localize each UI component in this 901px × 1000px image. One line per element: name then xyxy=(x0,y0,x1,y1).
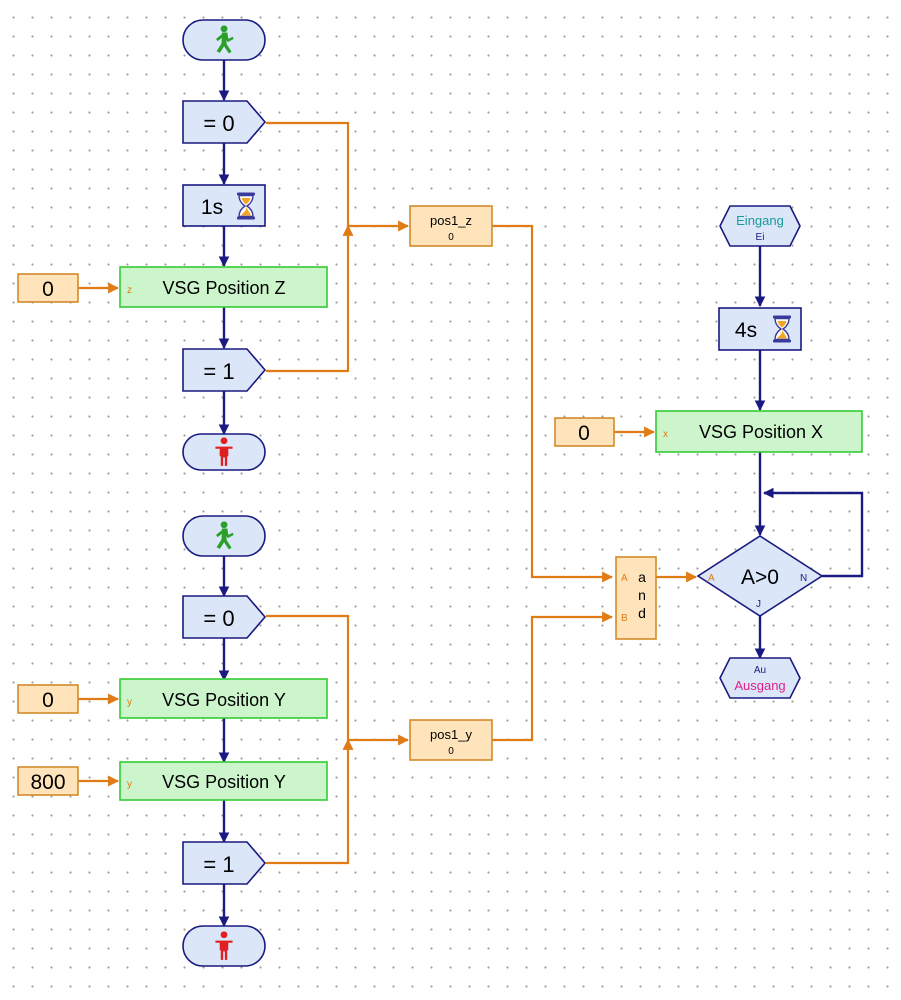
flow-wires xyxy=(218,60,864,928)
stop-block-bottom[interactable] xyxy=(182,925,266,967)
variable-value: 0 xyxy=(448,746,454,757)
and-port-b-label: B xyxy=(621,613,628,624)
command-block-position-y-1[interactable]: y VSG Position Y xyxy=(119,678,328,719)
branch-input-port-label: A xyxy=(708,573,715,584)
constant-value: 0 xyxy=(578,422,590,445)
stop-block-top[interactable] xyxy=(182,433,266,471)
command-block-position-x[interactable]: x VSG Position X xyxy=(655,410,863,453)
and-port-a-label: A xyxy=(621,573,628,584)
constant-value: 0 xyxy=(42,689,54,712)
wait-condition-label: = 1 xyxy=(203,852,234,877)
command-label: VSG Position Y xyxy=(162,772,286,792)
command-port-label: y xyxy=(127,779,132,790)
input-block-eingang[interactable]: Eingang Ei xyxy=(719,205,801,247)
constant-block-y-2[interactable]: 800 xyxy=(17,766,79,796)
input-short-label: Ei xyxy=(756,232,765,243)
branch-condition-label: A>0 xyxy=(741,566,779,589)
wait-condition-label: = 0 xyxy=(203,111,234,136)
wait-condition-label: = 1 xyxy=(203,359,234,384)
wait-for-low-block-top[interactable]: = 0 xyxy=(182,100,267,144)
command-port-label: z xyxy=(127,285,132,296)
wait-for-high-block-top[interactable]: = 1 xyxy=(182,348,267,392)
command-port-label: x xyxy=(663,429,668,440)
constant-value: 0 xyxy=(42,278,54,301)
variable-block-pos1-y[interactable]: pos1_y 0 xyxy=(409,719,493,761)
wait-condition-label: = 0 xyxy=(203,606,234,631)
command-port-label: y xyxy=(127,697,132,708)
command-label: VSG Position Y xyxy=(162,690,286,710)
delay-block-4s[interactable]: 4s xyxy=(718,307,802,351)
and-gate-block[interactable]: A B a n d xyxy=(615,556,657,640)
output-label: Ausgang xyxy=(734,678,785,693)
constant-block-y-1[interactable]: 0 xyxy=(17,684,79,714)
command-label: VSG Position Z xyxy=(162,278,285,298)
variable-name: pos1_y xyxy=(430,727,472,742)
and-letter-a: a xyxy=(638,569,646,585)
wait-for-low-block-bottom[interactable]: = 0 xyxy=(182,595,267,639)
constant-block-z[interactable]: 0 xyxy=(17,273,79,303)
data-wires xyxy=(78,121,698,865)
command-block-position-y-2[interactable]: y VSG Position Y xyxy=(119,761,328,801)
output-short-label: Au xyxy=(754,665,766,676)
and-letter-d: d xyxy=(638,605,646,621)
branch-block-a-greater-zero[interactable]: A>0 A N J xyxy=(696,535,824,617)
branch-no-label: N xyxy=(800,573,807,584)
delay-block-1s[interactable]: 1s xyxy=(182,184,266,227)
variable-value: 0 xyxy=(448,232,454,243)
start-block-top[interactable] xyxy=(182,19,266,61)
command-label: VSG Position X xyxy=(699,422,823,442)
delay-time-label: 4s xyxy=(735,319,757,342)
wait-for-high-block-bottom[interactable]: = 1 xyxy=(182,841,267,885)
input-label: Eingang xyxy=(736,213,784,228)
constant-block-x[interactable]: 0 xyxy=(554,417,615,447)
start-block-bottom[interactable] xyxy=(182,515,266,557)
and-letter-n: n xyxy=(638,587,646,603)
branch-yes-label: J xyxy=(756,599,761,610)
command-block-position-z[interactable]: z VSG Position Z xyxy=(119,266,328,308)
variable-name: pos1_z xyxy=(430,213,472,228)
delay-time-label: 1s xyxy=(201,196,223,219)
output-block-ausgang[interactable]: Au Ausgang xyxy=(719,657,801,699)
constant-value: 800 xyxy=(30,771,65,794)
variable-block-pos1-z[interactable]: pos1_z 0 xyxy=(409,205,493,247)
